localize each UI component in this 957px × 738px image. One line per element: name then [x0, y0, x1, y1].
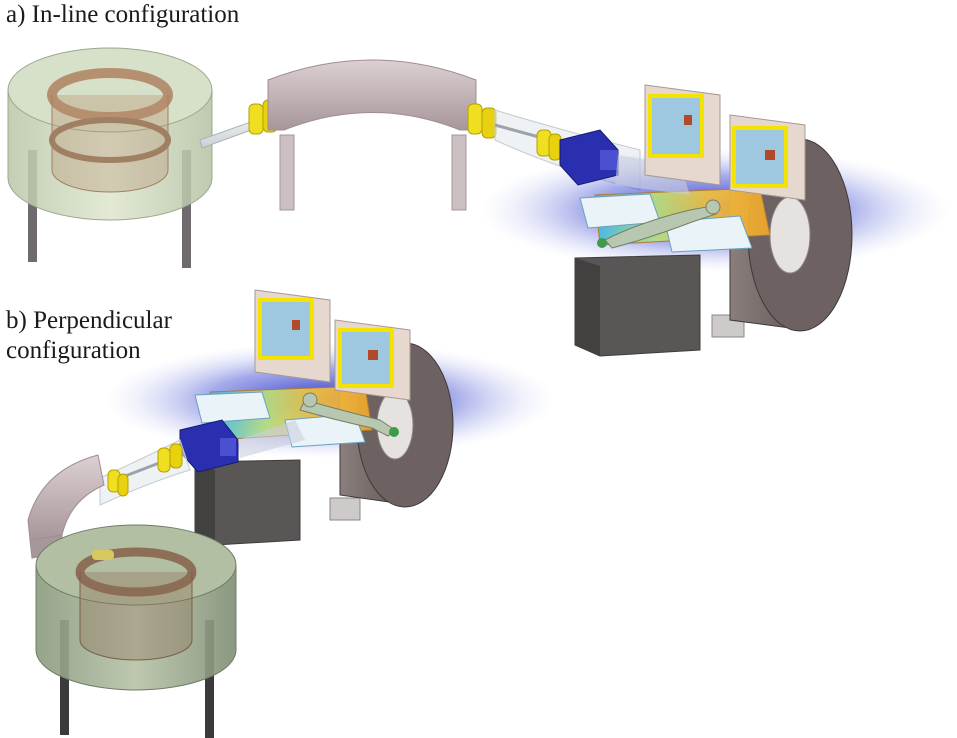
- mri-b-screen-panel: [258, 298, 314, 360]
- mri-a-patient: [604, 205, 717, 249]
- mri-a-rf-coil-right: [664, 215, 753, 253]
- bending-magnet-a: [267, 59, 477, 211]
- quadrupole-a3: [536, 129, 562, 161]
- mri-b-dose-table: [194, 385, 399, 448]
- mri-b-screen-panel: [338, 328, 394, 388]
- mri-b-base: [194, 459, 361, 546]
- mri-a-screen-panel: [732, 126, 788, 188]
- mri-a-patient-feet: [597, 238, 607, 248]
- cyclotron-b-leg: [205, 620, 214, 738]
- mri-a-bore: [769, 196, 811, 274]
- mri-a-magnet-ring: [729, 129, 853, 332]
- scanning-unit-b: [179, 419, 305, 473]
- mri-b-patient-head: [302, 392, 318, 408]
- mri-a-screens: [644, 84, 806, 201]
- caption-inline: a) In-line configuration: [6, 0, 239, 30]
- mri-b-screens: [254, 289, 411, 401]
- scanning-unit-a: [559, 129, 690, 195]
- inline-configuration: [7, 47, 950, 357]
- quadrupole-a2: [467, 103, 497, 139]
- magnet-a-arc: [267, 59, 477, 131]
- cyclotron-a: [7, 47, 213, 268]
- caption-perpendicular-line1: b) Perpendicular: [6, 307, 172, 334]
- magnet-a-leg: [451, 134, 467, 211]
- cyclotron-a-leg: [28, 150, 37, 262]
- caption-perpendicular: b) Perpendicular configuration: [6, 306, 172, 366]
- perpendicular-configuration: [27, 289, 555, 738]
- cyclotron-b: [35, 524, 237, 738]
- mri-a-patient-head: [705, 199, 721, 215]
- cyclotron-a-coil-ring: [49, 117, 171, 163]
- cyclotron-b-coil-body: [79, 572, 193, 661]
- mri-a-dose-table: [579, 187, 771, 253]
- scanning-beam-b: [238, 420, 305, 458]
- mri-b-rf-coil-left: [194, 391, 271, 424]
- mri-a-screen-panel: [648, 94, 704, 158]
- caption-perpendicular-line2: configuration: [6, 337, 141, 364]
- mri-b-patient: [299, 399, 396, 437]
- quadrupole-b2: [107, 469, 129, 497]
- cyclotron-b-extraction-port: [92, 550, 114, 560]
- cyclotron-a-leg: [182, 150, 191, 268]
- mri-b-patient-feet: [389, 427, 399, 437]
- caption-inline-text: a) In-line configuration: [6, 1, 240, 28]
- quadrupole-b1: [157, 443, 183, 473]
- cyclotron-a-coil-body: [51, 95, 169, 193]
- magnet-a-leg: [279, 134, 295, 211]
